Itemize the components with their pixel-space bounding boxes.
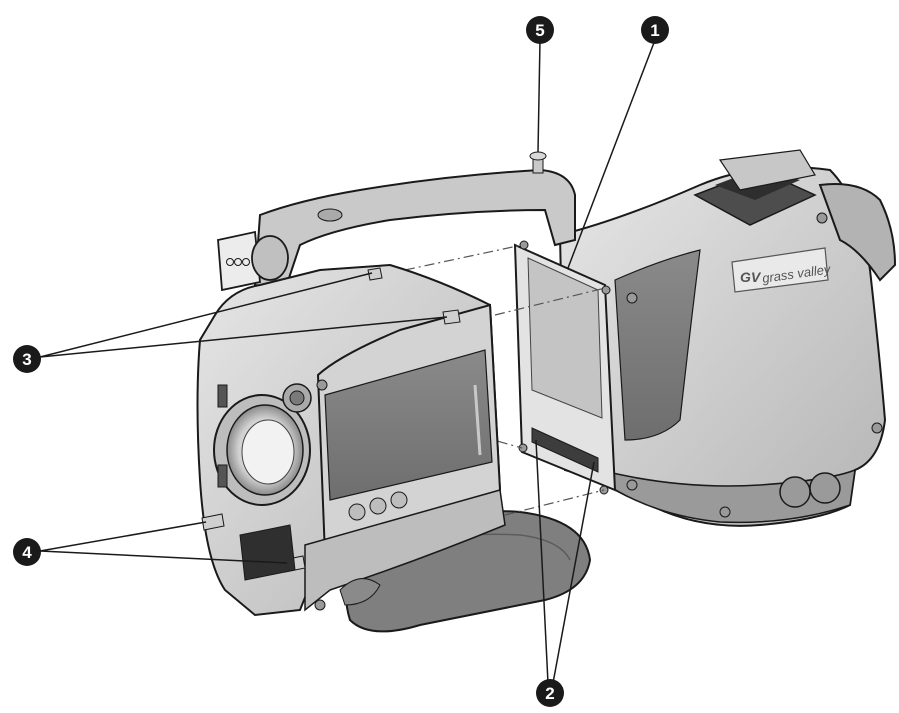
callout-4-label: 4 — [22, 543, 32, 562]
viewfinder-eyepiece — [217, 230, 289, 292]
side-connectors — [201, 267, 461, 581]
leader-1 — [567, 39, 656, 269]
callout-5: 5 — [526, 16, 554, 44]
callout-5-label: 5 — [535, 21, 544, 40]
callout-2: 2 — [536, 679, 564, 707]
lens-mount — [213, 383, 312, 506]
brand-badge: GV grass valley — [731, 247, 833, 293]
carry-handle — [253, 151, 576, 292]
leader-4a — [39, 521, 207, 552]
callout-4: 4 — [13, 538, 41, 566]
leader-3a — [39, 272, 373, 358]
callout-1: 1 — [641, 16, 669, 44]
leader-5 — [537, 39, 541, 153]
leader-4b — [39, 550, 288, 564]
leader-2a — [535, 439, 549, 684]
camera-rear-body: GV grass valley — [558, 149, 897, 527]
interface-plate — [513, 240, 617, 495]
callout-leaders — [39, 39, 656, 684]
camera-front-body — [196, 263, 506, 617]
leader-2b — [552, 461, 595, 684]
callout-1-label: 1 — [650, 21, 659, 40]
leader-3b — [39, 316, 448, 358]
callout-3: 3 — [13, 345, 41, 373]
callout-2-label: 2 — [545, 684, 554, 703]
callout-3-label: 3 — [22, 350, 31, 369]
brand-monogram: GV — [740, 269, 762, 285]
